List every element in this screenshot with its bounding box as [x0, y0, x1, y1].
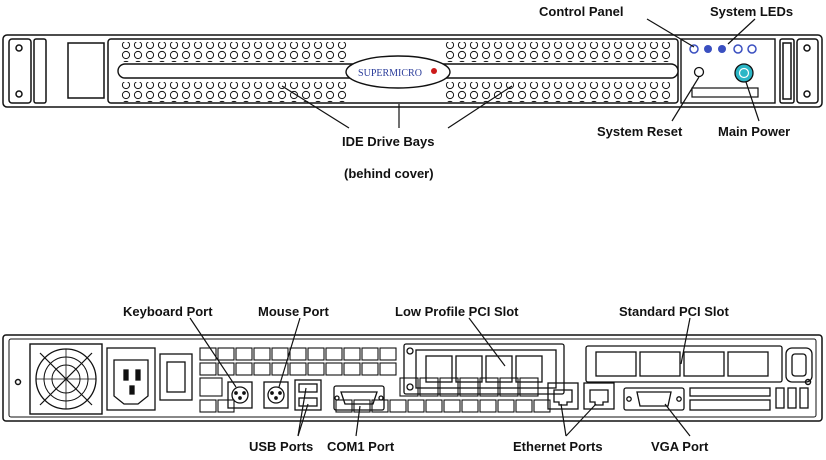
label-com1-port: COM1 Port	[327, 439, 395, 454]
reset-button[interactable]	[693, 66, 705, 78]
label-system-reset: System Reset	[597, 124, 683, 139]
rear-chassis	[2, 334, 823, 422]
led-overheat-icon	[747, 44, 757, 54]
ps2-keyboard-port[interactable]	[227, 381, 253, 409]
power-button[interactable]	[734, 63, 754, 83]
label-ethernet-ports: Ethernet Ports	[513, 439, 603, 454]
led-hdd-icon	[704, 45, 712, 53]
control-panel	[680, 38, 776, 104]
led-nic2-icon	[733, 44, 743, 54]
label-vga-port: VGA Port	[651, 439, 709, 454]
label-control-panel: Control Panel	[539, 4, 624, 19]
vga-port[interactable]	[623, 387, 685, 411]
power-inlet	[106, 347, 193, 411]
front-chassis	[2, 34, 823, 108]
rear-right-handle	[785, 347, 813, 383]
supermicro-logo: SUPERMICRO	[345, 55, 451, 89]
label-low-profile-pci-slot: Low Profile PCI Slot	[395, 304, 519, 319]
rear-callouts	[189, 317, 691, 437]
right-rack-ear	[779, 38, 819, 104]
front-vent-holes	[120, 42, 672, 102]
label-usb-ports: USB Ports	[249, 439, 314, 454]
ps2-mouse-port[interactable]	[263, 381, 289, 409]
front-usb-slot	[691, 87, 759, 98]
ethernet-ports[interactable]	[547, 382, 615, 410]
label-standard-pci-slot: Standard PCI Slot	[619, 304, 729, 319]
led-power-icon	[689, 44, 699, 54]
rear-vent-grid	[199, 347, 551, 413]
front-callouts	[281, 18, 760, 129]
logo-dot	[431, 68, 437, 74]
led-nic1-icon	[718, 45, 726, 53]
label-mouse-port: Mouse Port	[258, 304, 329, 319]
left-rack-ear	[8, 38, 105, 104]
label-ide-drive-bays: IDE Drive Bays	[342, 134, 435, 149]
logo-text: SUPERMICRO	[358, 68, 422, 79]
label-behind-cover: (behind cover)	[344, 166, 434, 181]
label-keyboard-port: Keyboard Port	[123, 304, 213, 319]
com1-port[interactable]	[333, 385, 385, 411]
label-main-power: Main Power	[718, 124, 791, 139]
low-profile-pci-slot[interactable]	[403, 343, 565, 395]
psu-fan	[29, 343, 103, 415]
standard-pci-slot[interactable]	[585, 345, 809, 411]
label-system-leds: System LEDs	[710, 4, 794, 19]
